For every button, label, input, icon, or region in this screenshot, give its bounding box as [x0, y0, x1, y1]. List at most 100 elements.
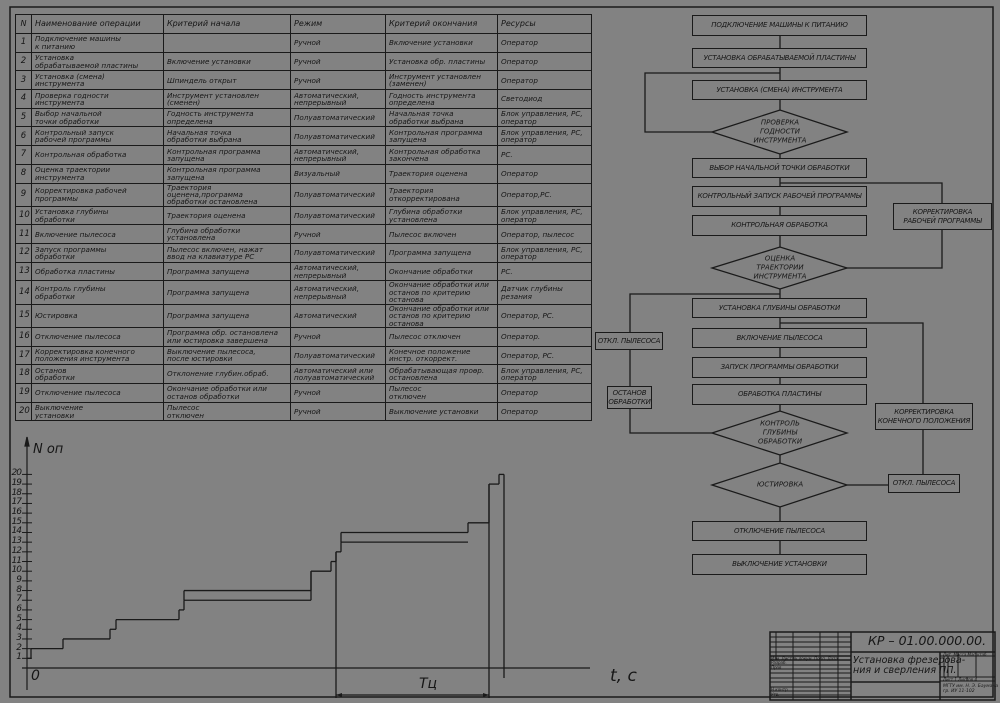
flow-step: Останов обработки: [607, 386, 652, 409]
start-criterion: Пылесос отключен: [163, 401, 291, 422]
operation-number: 16: [15, 326, 32, 347]
operation-number: 20: [15, 401, 32, 422]
mode: Автоматический, непрерывный: [290, 280, 386, 305]
operation-number: 19: [15, 382, 32, 403]
end-criterion: Годность инструмента определена: [385, 89, 498, 109]
resources: PC.: [497, 145, 592, 165]
flow-step: Включение пылесоса: [692, 328, 867, 348]
y-axis-label: N оп: [33, 442, 64, 457]
operation-number: 15: [15, 303, 32, 328]
column-header: N: [15, 14, 32, 34]
operation-number: 13: [15, 261, 32, 282]
mode: Полуавтоматический: [290, 243, 386, 263]
operation-number: 6: [15, 126, 32, 147]
operation-name: Включение пылесоса: [31, 224, 164, 245]
operation-number: 4: [15, 89, 32, 109]
flow-step: Установка обрабатываемой пластины: [692, 48, 867, 68]
title-block-lit: Лит. Масса Масштаб: [943, 652, 987, 657]
y-tick-label: 2: [16, 642, 22, 653]
decision-diamond: [709, 410, 850, 456]
y-tick-label: 1: [16, 652, 22, 663]
operation-number: 14: [15, 280, 32, 305]
start-criterion: Начальная точка обработки выбрана: [163, 126, 291, 147]
operation-name: Выключение установки: [31, 401, 164, 422]
start-criterion: Шпиндель открыт: [163, 70, 291, 91]
operation-name: Корректировка конечного положения инстру…: [31, 345, 164, 366]
y-tick-label: 20: [11, 468, 22, 479]
resources: Оператор: [497, 401, 592, 422]
flow-step: Откл. пылесоса: [595, 332, 663, 350]
title-block-grid: [769, 631, 996, 701]
y-tick-label: 8: [16, 584, 22, 595]
mode: Полуавтоматический: [290, 107, 386, 128]
operation-name: Запуск программы обработки: [31, 243, 164, 263]
end-criterion: Пылесос включен: [385, 224, 498, 245]
resources: Блок управления, PC, оператор: [497, 243, 592, 263]
mode: Автоматический, непрерывный: [290, 145, 386, 165]
resources: Оператор: [497, 51, 592, 72]
resources: PC.: [497, 261, 592, 282]
resources: Оператор: [497, 163, 592, 184]
mode: Ручной: [290, 70, 386, 91]
mode: Ручной: [290, 33, 386, 53]
column-header: Наименование операции: [31, 14, 164, 34]
y-tick-label: 9: [16, 574, 22, 585]
end-criterion: Окончание обработки: [385, 261, 498, 282]
operation-name: Выбор начальной точки обработки: [31, 107, 164, 128]
start-criterion: Контрольная программа запущена: [163, 145, 291, 165]
operation-number: 7: [15, 145, 32, 165]
end-criterion: Программа запущена: [385, 243, 498, 263]
y-axis-arrow-icon: [24, 436, 30, 447]
y-tick-label: 15: [11, 516, 22, 527]
end-criterion: Обрабатывающая проөр. остановлена: [385, 364, 498, 384]
end-criterion: Выключение установки: [385, 401, 498, 422]
decision-diamond: [709, 109, 850, 155]
end-criterion: Контрольная программа запущена: [385, 126, 498, 147]
cycle-time-label: Тц: [418, 676, 438, 692]
end-criterion: Траектория оценена: [385, 163, 498, 184]
y-tick-label: 16: [11, 507, 22, 518]
mode: Автоматический, непрерывный: [290, 261, 386, 282]
mode: Полуавтоматический: [290, 205, 386, 226]
y-tick-label: 18: [11, 487, 22, 498]
title-block-roles: Разраб. Пров.: [771, 660, 787, 670]
y-tick-label: 3: [16, 632, 22, 643]
operation-name: Контроль глубины обработки: [31, 280, 164, 305]
operation-number: 9: [15, 182, 32, 207]
operation-number: 3: [15, 70, 32, 91]
operation-number: 18: [15, 364, 32, 384]
operation-name: Установка глубины обработки: [31, 205, 164, 226]
resources: Блок управления, PC, оператор: [497, 107, 592, 128]
mode: Визуальный: [290, 163, 386, 184]
flow-step: Контрольный запуск рабочей программы: [692, 186, 867, 207]
title-block-sheet: Лист 1 Листов 4: [943, 677, 977, 682]
start-criterion: Глубина обработки установлена: [163, 224, 291, 245]
start-criterion: Траектория оценена,программа обработки о…: [163, 182, 291, 207]
x-origin-label: 0: [31, 668, 40, 684]
start-criterion: Программа обр. остановлена или юстировка…: [163, 326, 291, 347]
operation-name: Проверка годности инструмента: [31, 89, 164, 109]
resources: Оператор.: [497, 326, 592, 347]
y-tick-label: 17: [11, 497, 22, 508]
title-block-columns: Изм. Лист № докум. Подп. Дата: [771, 656, 838, 661]
start-criterion: Траектория оценена: [163, 205, 291, 226]
title-block-org: МГТУ им. Н. Э. Баумана гр. ИУ 11-102: [943, 684, 999, 694]
start-criterion: Программа запущена: [163, 303, 291, 328]
end-criterion: Конечное положение инстр. откоррект.: [385, 345, 498, 366]
operation-number: 5: [15, 107, 32, 128]
operation-name: Установка обрабатываемой пластины: [31, 51, 164, 72]
operation-name: Контрольный запуск рабочей программы: [31, 126, 164, 147]
mode: Автоматический: [290, 303, 386, 328]
operation-name: Отключение пылесоса: [31, 382, 164, 403]
start-criterion: Контрольная программа запущена: [163, 163, 291, 184]
mode: Ручной: [290, 326, 386, 347]
resources: Оператор, PC.: [497, 345, 592, 366]
operation-number: 17: [15, 345, 32, 366]
